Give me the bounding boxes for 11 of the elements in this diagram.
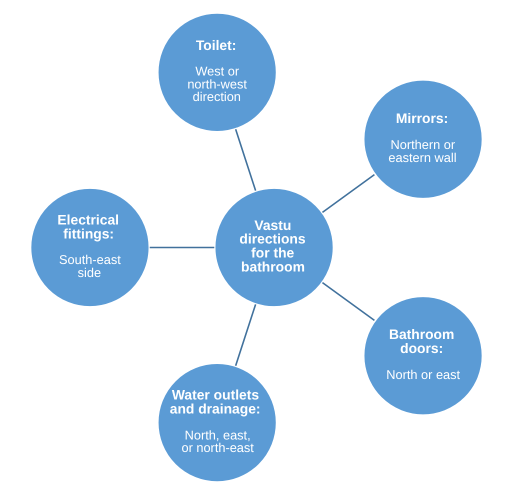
connector bbox=[321, 282, 374, 322]
connector bbox=[149, 246, 214, 248]
node-circle: Bathroom doors: North or east bbox=[362, 295, 484, 416]
node-circle: Water outlets and drainage: North, east, or north-east bbox=[156, 362, 278, 484]
node-circle: Toilet: West or north-west direction bbox=[156, 12, 278, 134]
connector bbox=[234, 129, 256, 191]
connector bbox=[321, 174, 374, 213]
node-circle: Mirrors: Northern or eastern wall bbox=[362, 78, 484, 200]
connector bbox=[234, 304, 256, 366]
node-circle: Electrical fittings: South-east side bbox=[28, 186, 150, 308]
node-circle: Vastu directions for the bathroom bbox=[212, 186, 334, 308]
